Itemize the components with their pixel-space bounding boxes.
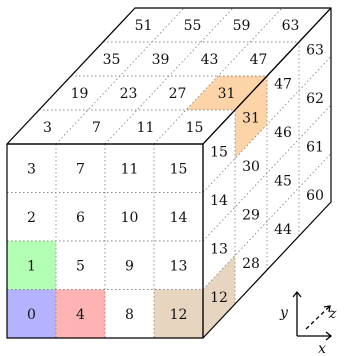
highlight-cell — [7, 289, 56, 338]
top-cell-label: 23 — [120, 86, 138, 102]
right-cell-label: 63 — [306, 42, 324, 58]
front-cell-label: 0 — [27, 307, 36, 323]
highlight-cell — [203, 255, 235, 338]
top-cell-label: 59 — [233, 18, 251, 34]
top-cell-label: 27 — [169, 86, 187, 102]
right-cell-label: 28 — [242, 256, 260, 272]
y-axis-label: y — [279, 305, 289, 321]
grid-line — [104, 7, 234, 145]
top-cell-label: 11 — [137, 120, 155, 136]
right-cell-label: 14 — [210, 193, 228, 209]
right-cell-label: 44 — [274, 222, 292, 238]
front-cell-label: 7 — [76, 161, 85, 177]
front-cell-label: 3 — [27, 161, 36, 177]
highlight-cell — [154, 289, 203, 338]
right-cell-label: 15 — [210, 144, 228, 160]
right-cell-label: 62 — [306, 91, 324, 107]
top-cell-label: 3 — [43, 120, 52, 136]
top-cell-label: 15 — [186, 120, 204, 136]
right-cell-label: 61 — [306, 139, 324, 155]
grid-line — [202, 104, 332, 242]
front-cell-label: 11 — [121, 161, 139, 177]
z-axis-label: z — [328, 306, 337, 322]
top-cell-label: 47 — [250, 52, 268, 68]
x-axis-arrowhead — [325, 331, 333, 341]
highlight-cell — [56, 289, 105, 338]
right-cell-label: 45 — [274, 173, 292, 189]
front-cell-label: 15 — [170, 161, 188, 177]
top-cell-label: 43 — [201, 52, 219, 68]
z-axis-arrow — [305, 305, 331, 330]
top-cell-label: 31 — [218, 86, 236, 102]
front-cell-label: 5 — [76, 258, 85, 274]
front-cell-label: 8 — [125, 307, 134, 323]
top-cell-label: 51 — [135, 18, 153, 34]
top-cell-label: 19 — [71, 86, 89, 102]
front-cell-label: 10 — [121, 210, 139, 226]
right-cell-label: 47 — [274, 76, 292, 92]
highlight-cell — [186, 76, 267, 110]
right-cell-label: 46 — [274, 125, 292, 141]
front-cell-label: 4 — [76, 307, 85, 323]
front-cell-label: 6 — [76, 210, 85, 226]
axes-indicator: x y z — [279, 290, 337, 356]
top-cell-label: 39 — [152, 52, 170, 68]
right-cell-label: 12 — [210, 290, 228, 306]
highlight-cell — [235, 76, 267, 159]
x-axis-label: x — [318, 341, 326, 356]
front-cell-label: 2 — [27, 210, 36, 226]
front-cell-label: 9 — [125, 258, 134, 274]
top-cell-label: 63 — [282, 18, 300, 34]
top-cell-label: 35 — [103, 52, 121, 68]
grid-line — [153, 7, 283, 145]
front-cell-label: 14 — [170, 210, 188, 226]
right-cell-label: 31 — [242, 110, 260, 126]
front-cell-label: 1 — [27, 258, 36, 274]
top-cell-label: 55 — [184, 18, 202, 34]
grid-line — [202, 153, 332, 290]
y-axis-arrowhead — [292, 290, 302, 298]
right-cell-label: 30 — [242, 159, 260, 175]
z-axis-arrowhead — [323, 305, 331, 313]
right-cell-label: 29 — [242, 207, 260, 223]
front-cell-label: 13 — [170, 258, 188, 274]
right-cell-label: 13 — [210, 241, 228, 257]
front-cell-label: 12 — [170, 307, 188, 323]
top-cell-label: 7 — [92, 120, 101, 136]
highlight-cell — [7, 241, 56, 290]
right-cell-label: 60 — [306, 188, 324, 204]
right-face-outline — [202, 7, 332, 339]
